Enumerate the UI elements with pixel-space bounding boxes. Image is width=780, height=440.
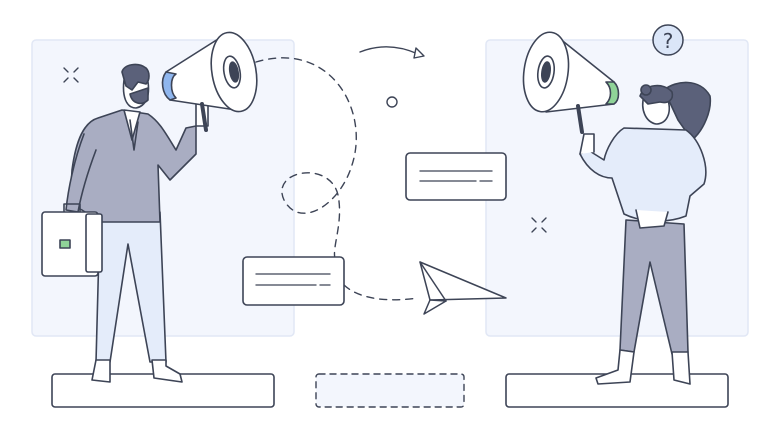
message-flow-path [255,57,419,301]
question-mark-icon: ? [652,24,684,56]
woman-figure [579,81,712,385]
sparkle-icon [63,67,79,83]
paper-plane-icon [419,261,507,315]
sparkle-icon [531,217,547,233]
briefcase-icon [41,203,103,277]
message-card-bottom [242,256,345,306]
message-card-top [405,152,507,201]
flow-dot [386,96,398,108]
center-placeholder [315,373,465,408]
man-figure [41,63,209,383]
top-arrow [359,46,419,55]
question-mark-text: ? [663,29,674,53]
megaphone-icon [522,31,620,134]
top-arrow-head [413,47,425,59]
megaphone-icon [161,31,258,132]
